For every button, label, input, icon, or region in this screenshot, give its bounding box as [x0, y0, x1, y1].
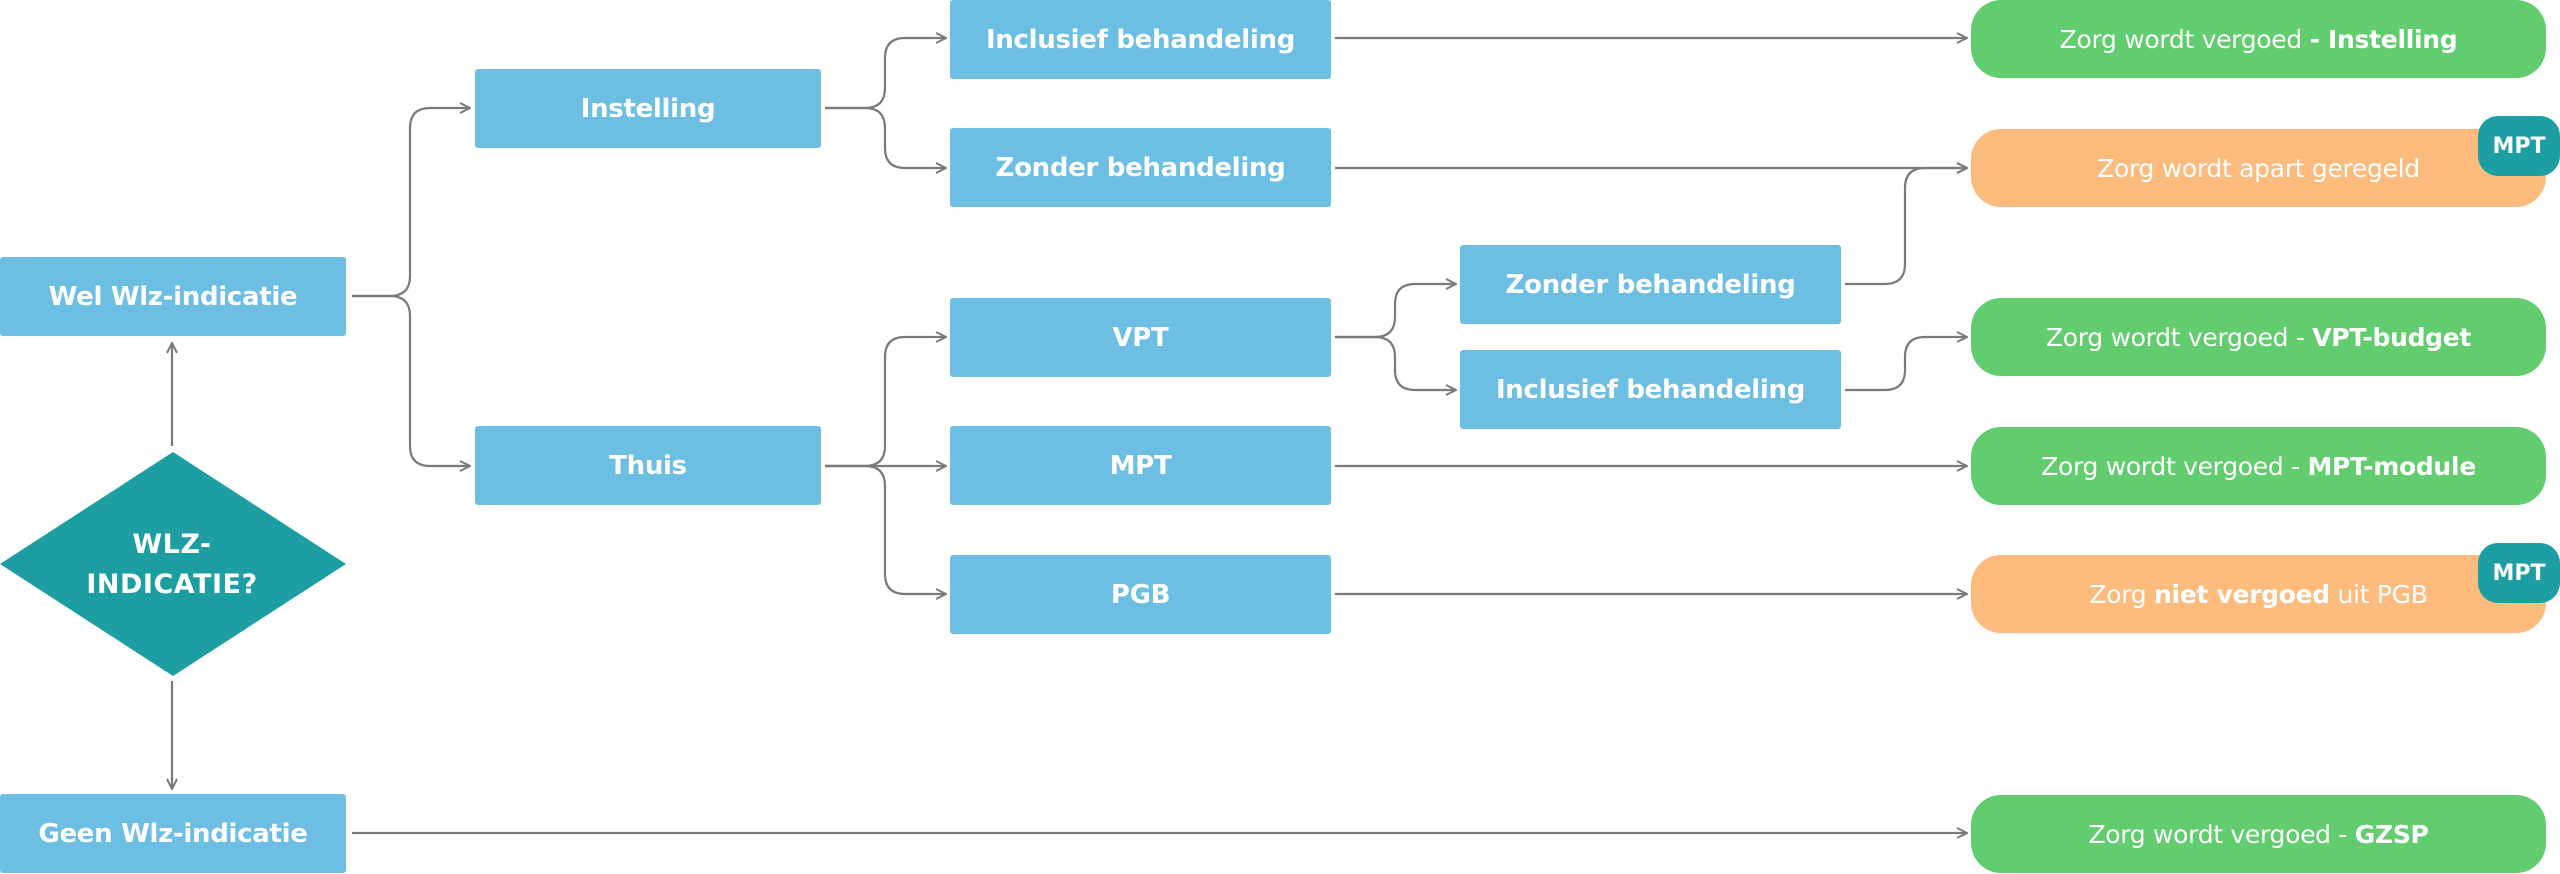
edge-thuis-vpt — [825, 337, 946, 468]
node-mpt: MPT — [950, 426, 1331, 505]
node-thuis: Thuis — [475, 426, 821, 505]
outcome-vergoed-vpt-budget: Zorg wordt vergoed - VPT-budget — [1971, 298, 2546, 376]
outcome-strong: GZSP — [2354, 819, 2429, 849]
outcome-prefix: Zorg wordt apart geregeld — [2097, 153, 2420, 183]
outcome-strong: - Instelling — [2309, 24, 2458, 54]
edge-instelling-inclusief — [825, 38, 946, 110]
edge-wel-instelling — [352, 108, 470, 298]
node-instelling: Instelling — [475, 69, 821, 148]
outcome-prefix: Zorg wordt vergoed - — [2088, 819, 2355, 849]
outcome-vergoed-mpt-module: Zorg wordt vergoed - MPT-module — [1971, 427, 2546, 505]
mpt-badge: MPT — [2478, 116, 2560, 176]
outcome-vergoed-gzsp: Zorg wordt vergoed - GZSP — [1971, 795, 2546, 873]
node-instelling-inclusief-behandeling: Inclusief behandeling — [950, 0, 1331, 79]
node-vpt-inclusief-behandeling: Inclusief behandeling — [1460, 350, 1841, 429]
node-instelling-zonder-behandeling: Zonder behandeling — [950, 128, 1331, 207]
outcome-prefix: Zorg — [2089, 579, 2154, 609]
node-vpt: VPT — [950, 298, 1331, 377]
decision-diamond — [0, 452, 346, 676]
edge-wel-thuis — [352, 294, 470, 466]
outcome-strong: VPT-budget — [2312, 322, 2472, 352]
outcome-niet-vergoed-pgb: Zorg niet vergoed uit PGB — [1971, 555, 2546, 633]
node-wel-wlz-indicatie: Wel Wlz-indicatie — [0, 257, 346, 336]
outcome-vergoed-instelling: Zorg wordt vergoed - Instelling — [1971, 0, 2546, 78]
edge-vpt-inclusief — [1335, 335, 1456, 390]
outcome-prefix: Zorg wordt vergoed - — [2041, 451, 2308, 481]
outcome-prefix: Zorg wordt vergoed - — [2045, 322, 2313, 352]
edge-thuis-pgb — [825, 464, 946, 594]
outcome-strong: niet vergoed — [2154, 579, 2330, 609]
node-geen-wlz-indicatie: Geen Wlz-indicatie — [0, 794, 346, 873]
node-vpt-zonder-behandeling: Zonder behandeling — [1460, 245, 1841, 324]
mpt-badge: MPT — [2478, 543, 2560, 603]
outcome-strong: MPT-module — [2307, 451, 2476, 481]
edge-vpt-zonder-outcome — [1845, 168, 1967, 286]
edge-vpt-inclusief-outcome — [1845, 337, 1967, 392]
decision-label: WLZ- INDICATIE? — [86, 529, 258, 600]
edge-instelling-zonder — [825, 106, 946, 168]
edge-vpt-zonder — [1335, 284, 1456, 339]
outcome-prefix: Zorg wordt vergoed — [2059, 24, 2310, 54]
outcome-suffix: uit PGB — [2329, 579, 2428, 609]
outcome-apart-geregeld: Zorg wordt apart geregeld — [1971, 129, 2546, 207]
node-pgb: PGB — [950, 555, 1331, 634]
